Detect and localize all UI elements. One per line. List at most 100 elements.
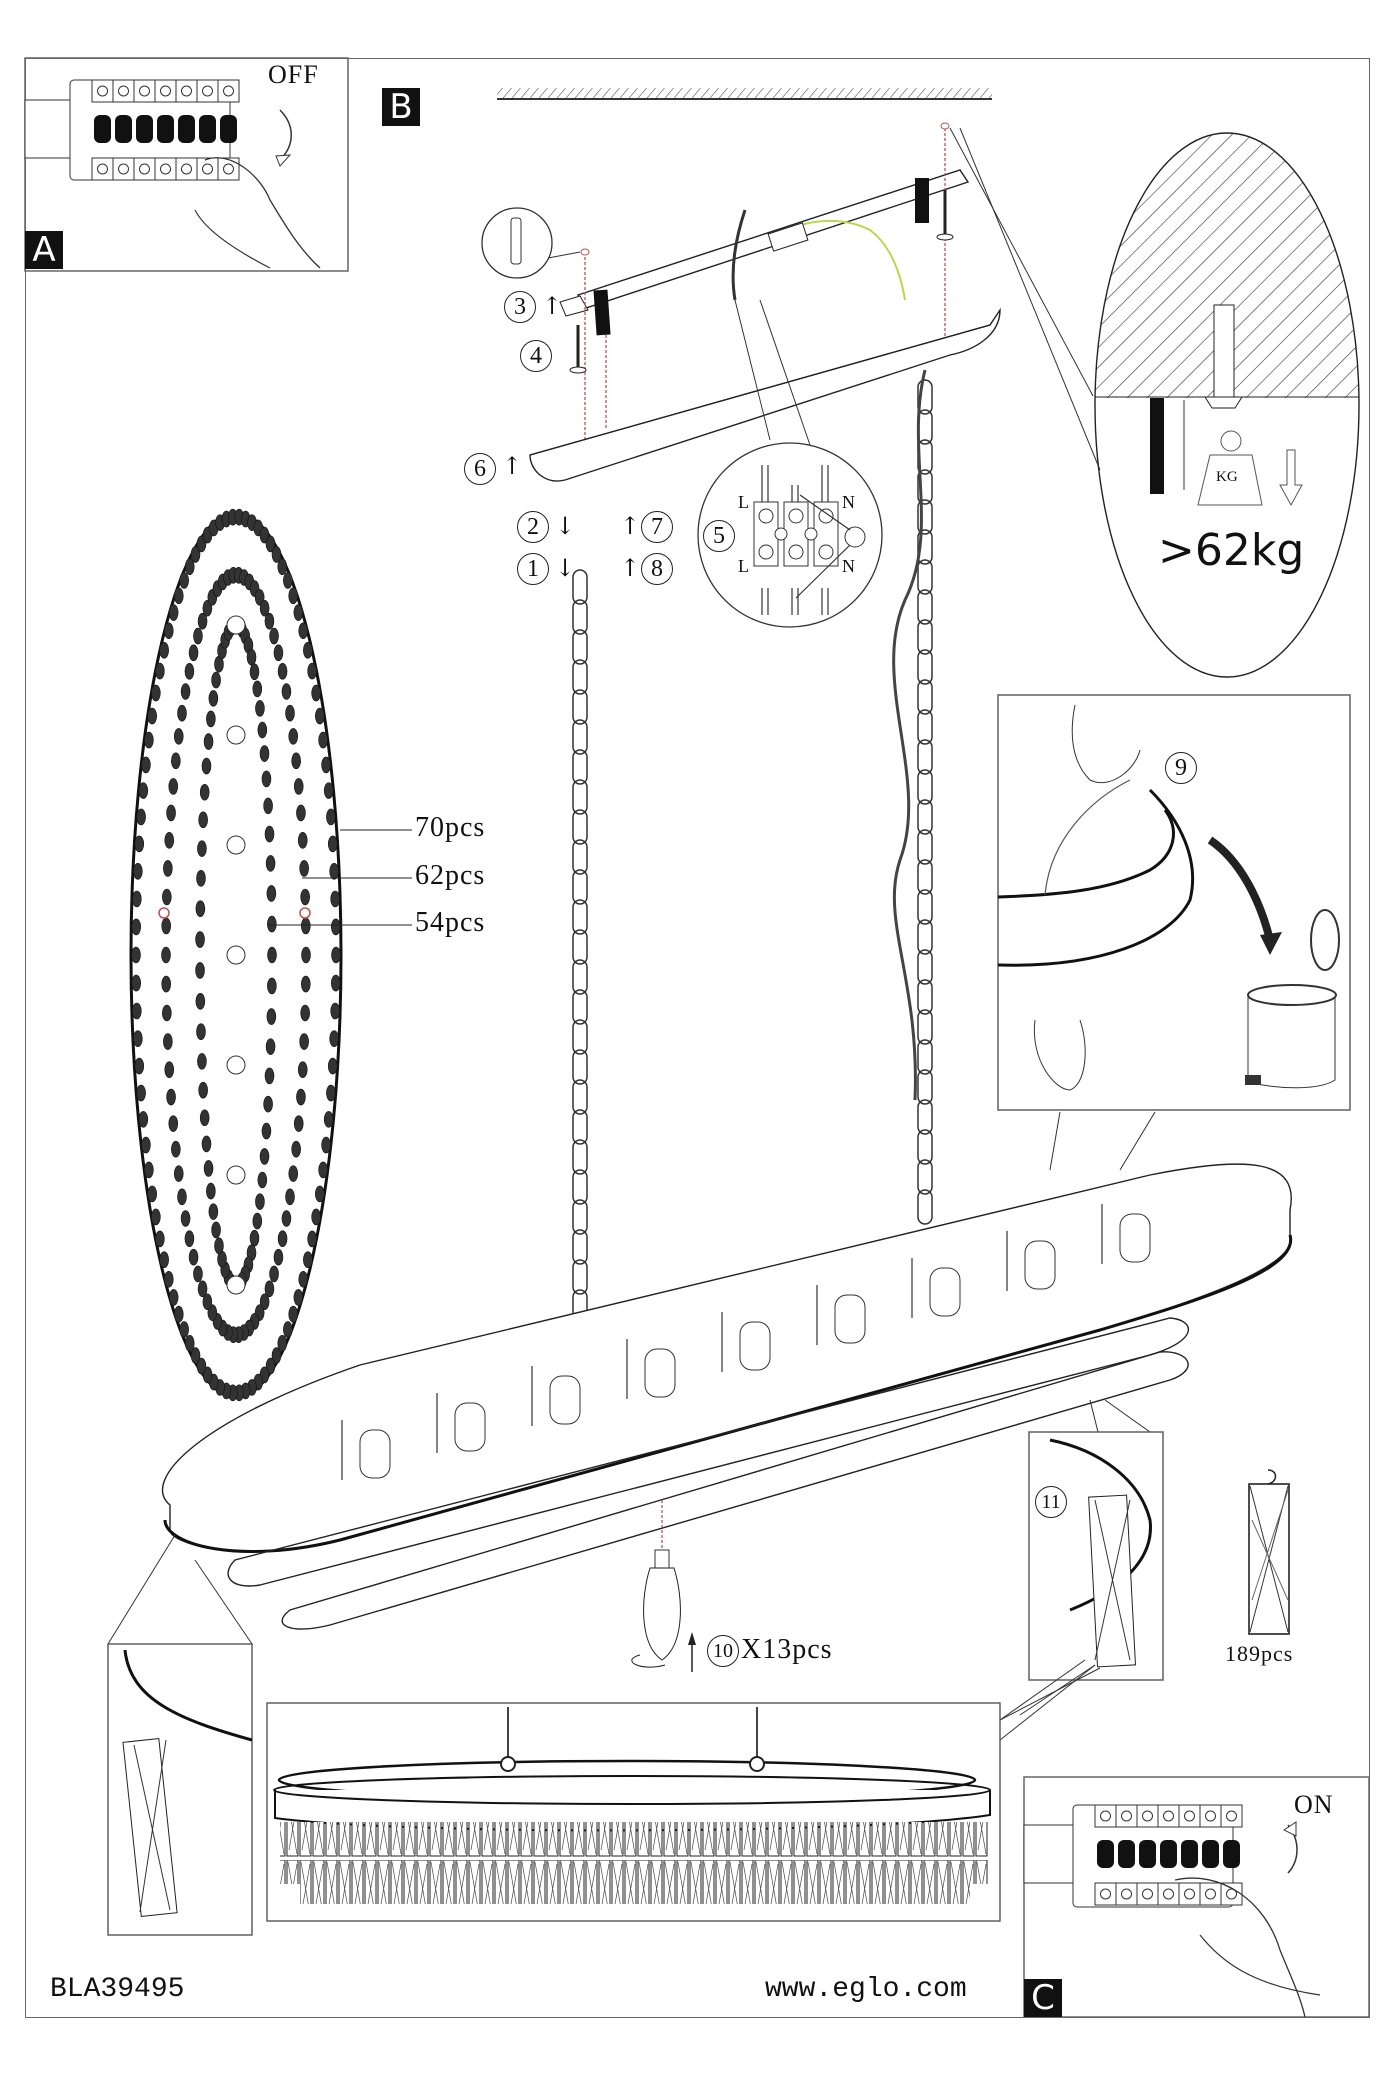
step-7: 7 (641, 511, 673, 543)
crystal-bead (293, 1289, 304, 1306)
crystal-bead (173, 1305, 184, 1323)
crystal-bead (249, 663, 260, 681)
crystal-bead (155, 662, 165, 680)
screw-icon (1142, 1810, 1153, 1822)
chain-link (572, 989, 588, 1025)
crystal-bead (297, 832, 308, 849)
crystal-bead (300, 888, 310, 906)
crystal-bead (211, 1221, 221, 1239)
step-11: 11 (1035, 1486, 1067, 1518)
chain-link (917, 379, 933, 415)
step-5: 5 (703, 520, 735, 552)
crystal-bead (188, 1248, 199, 1266)
crystal-bead (144, 1161, 154, 1179)
crystal-bead (196, 1357, 207, 1375)
crystal-bead (131, 974, 142, 992)
chain-link (572, 929, 588, 965)
crystal-bead (155, 1230, 165, 1248)
crystal-bead (161, 946, 171, 964)
breaker-toggle (199, 115, 216, 143)
lamp-socket-icon (226, 1055, 246, 1075)
ceiling-hatch (497, 88, 992, 98)
crystal-bead (147, 1185, 157, 1203)
switch-off-label: OFF (268, 60, 319, 89)
crystal-bead (269, 627, 279, 645)
crystal-bead (201, 757, 212, 775)
crystal-bead (184, 663, 195, 680)
chain-link (572, 1109, 588, 1145)
crystal-ring-top-view (129, 508, 412, 1402)
crystal-pendant-icon (1248, 1469, 1290, 1635)
crystal-bead (166, 804, 176, 822)
crystal-bead (199, 783, 210, 801)
terminal-neutral-label-2: N (842, 556, 856, 576)
breaker-toggle (1139, 1840, 1156, 1868)
website-link[interactable]: www.eglo.com (765, 1974, 967, 2005)
crystal-bead (277, 1230, 288, 1247)
screw-icon (1205, 1888, 1216, 1900)
crystal-bead (277, 1335, 288, 1352)
crystal-bead (203, 733, 214, 750)
crystal-bead (318, 731, 328, 749)
crystal-total-count: 189pcs (1225, 1641, 1294, 1666)
crystal-bead (263, 1095, 273, 1113)
crystal-bead (197, 612, 208, 630)
crystal-bead (311, 1208, 321, 1226)
crystal-bead (277, 663, 288, 680)
crystal-bead (197, 1053, 207, 1070)
breaker-toggle (136, 115, 153, 143)
crystal-bead (329, 862, 339, 880)
crystal-bead (138, 782, 149, 799)
crystal-bead (288, 728, 299, 745)
chain-link (917, 859, 933, 895)
screw-icon (1100, 1810, 1111, 1822)
arrow-down-icon: ↓ (555, 554, 576, 582)
chain-link (572, 779, 588, 815)
crystal-bead (190, 546, 201, 563)
chain-link (917, 979, 933, 1015)
lamp-holder (644, 1348, 676, 1398)
crystal-bead (271, 546, 282, 563)
crystal-bead (330, 890, 340, 908)
lamp-socket-icon (226, 725, 246, 745)
crystal-bead (298, 622, 309, 640)
screw-icon (160, 85, 171, 97)
panel-b-label: B (382, 88, 420, 126)
screw-icon (1184, 1810, 1195, 1822)
chain-right (917, 379, 933, 1225)
weight-badge: KG (1216, 469, 1238, 485)
crystal-bead (198, 1081, 208, 1099)
crystal-bead (252, 680, 263, 698)
crystal-bead (273, 1248, 284, 1266)
breaker-toggle (157, 115, 174, 143)
crystal-bead (281, 1210, 292, 1227)
crystal-bead (177, 1188, 187, 1206)
crystal-bead (265, 855, 276, 872)
crystal-bead (257, 721, 268, 739)
crystal-bead (163, 860, 173, 877)
arrow-up-icon: ↑ (620, 512, 641, 540)
chain-link (572, 809, 588, 845)
step-6: 6 (464, 453, 496, 485)
chandelier-frame (161, 1163, 1293, 1672)
crystal-bead (134, 1057, 145, 1075)
ring-middle-count: 62pcs (415, 860, 486, 891)
crystal-bead (331, 946, 341, 964)
crystal-bead (303, 641, 313, 659)
chain-link (917, 649, 933, 685)
step-8: 8 (641, 553, 673, 585)
lamp-socket-icon (226, 615, 246, 635)
chain-link (917, 739, 933, 775)
crystal-bead (299, 860, 309, 877)
chain-link (572, 1139, 588, 1175)
crystal-bead (184, 558, 195, 575)
weight-limit-label: >62kg (1158, 525, 1305, 576)
crystal-bead (163, 1270, 174, 1288)
canopy (529, 307, 1001, 482)
ring-outer-count: 70pcs (415, 812, 486, 843)
chain-link (917, 1129, 933, 1165)
screw-icon (1226, 1888, 1237, 1900)
crystal-bead (267, 915, 277, 933)
chain-link (572, 689, 588, 725)
chain-link (572, 959, 588, 995)
